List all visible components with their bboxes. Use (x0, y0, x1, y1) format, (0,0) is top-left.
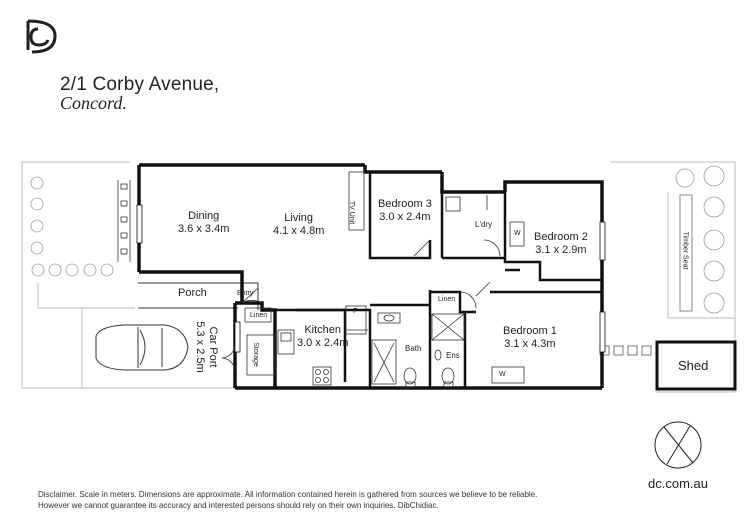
room-kitchen-dims: 3.0 x 2.4m (297, 337, 349, 349)
label-linen-bath: Linen (438, 296, 456, 303)
shed-outline (655, 340, 737, 391)
disclaimer: Disclaimer. Scale in meters. Dimensions … (38, 489, 537, 511)
linen-cupboard (244, 307, 272, 323)
disclaimer-line2: However we cannot guarantee its accuracy… (38, 501, 439, 510)
room-bedroom2-dims: 3.1 x 2.9m (535, 244, 587, 256)
room-living-name: Living (284, 212, 314, 224)
label-shed: Shed (678, 358, 709, 373)
room-carport-name: Car Port (207, 326, 219, 368)
wardrobe-bed2 (509, 221, 525, 247)
room-kitchen-name: Kitchen (304, 324, 342, 336)
garden-plants-left (30, 176, 114, 277)
door-swings (221, 195, 501, 371)
wardrobe-bed1 (491, 366, 525, 384)
north-compass-icon (654, 421, 702, 469)
garden-plants-right (675, 165, 725, 314)
room-bedroom3-name: Bedroom 3 (378, 198, 432, 210)
label-wardrobe-bed1: W (499, 371, 506, 378)
label-bath: Bath (405, 344, 422, 353)
room-living: Living 4.1 x 4.8m (273, 212, 324, 238)
room-dining-dims: 3.6 x 3.4m (178, 223, 230, 235)
timber-seat (679, 194, 693, 312)
label-linen-hall: Linen (250, 312, 268, 319)
label-timber-seat: Timber Seat (681, 231, 689, 270)
room-bedroom1-name: Bedroom 1 (503, 325, 557, 337)
fridge-space (345, 305, 367, 335)
room-bedroom2: Bedroom 2 3.1 x 2.9m (534, 231, 588, 257)
website-link[interactable]: dc.com.au (648, 476, 708, 491)
exterior-walls (137, 163, 604, 390)
bathroom-fixtures (371, 312, 465, 388)
site-boundary (21, 161, 736, 393)
kitchen-fixtures (246, 329, 368, 386)
room-carport: Car Port 5.3 x 2.5m (193, 317, 219, 377)
room-bedroom1: Bedroom 1 3.1 x 4.3m (503, 325, 557, 351)
label-storage: Storage (251, 342, 259, 367)
label-entry: Entry (237, 290, 254, 297)
room-living-dims: 4.1 x 4.8m (273, 225, 325, 237)
address-street: 2/1 Corby Avenue, (60, 74, 220, 95)
room-dining: Dining 3.6 x 3.4m (178, 210, 229, 236)
room-kitchen: Kitchen 3.0 x 2.4m (297, 324, 348, 350)
room-bedroom2-name: Bedroom 2 (534, 231, 588, 243)
tv-unit (348, 171, 365, 231)
label-fridge: F (353, 308, 358, 315)
windows (136, 204, 606, 353)
label-laundry: L'dry (475, 220, 493, 229)
interior-walls (275, 172, 602, 388)
disclaimer-line1: Disclaimer. Scale in meters. Dimensions … (38, 490, 538, 499)
label-wardrobe-bed2: W (514, 230, 521, 237)
room-carport-dims: 5.3 x 2.5m (194, 321, 206, 373)
laundry-tub (445, 196, 461, 212)
room-bedroom1-dims: 3.1 x 4.3m (504, 338, 556, 350)
room-dining-name: Dining (188, 210, 220, 222)
room-bedroom3: Bedroom 3 3.0 x 2.4m (378, 198, 432, 224)
stepping-pavers (599, 345, 652, 356)
dc-monogram-logo (26, 19, 57, 54)
room-bedroom3-dims: 3.0 x 2.4m (379, 211, 431, 223)
label-porch: Porch (178, 287, 207, 299)
label-ensuite: Ens (446, 351, 460, 360)
address-suburb: Concord. (60, 93, 127, 113)
car-icon (95, 324, 189, 371)
label-tv-unit: TV Unit (348, 200, 356, 225)
deck-posts (117, 180, 131, 262)
